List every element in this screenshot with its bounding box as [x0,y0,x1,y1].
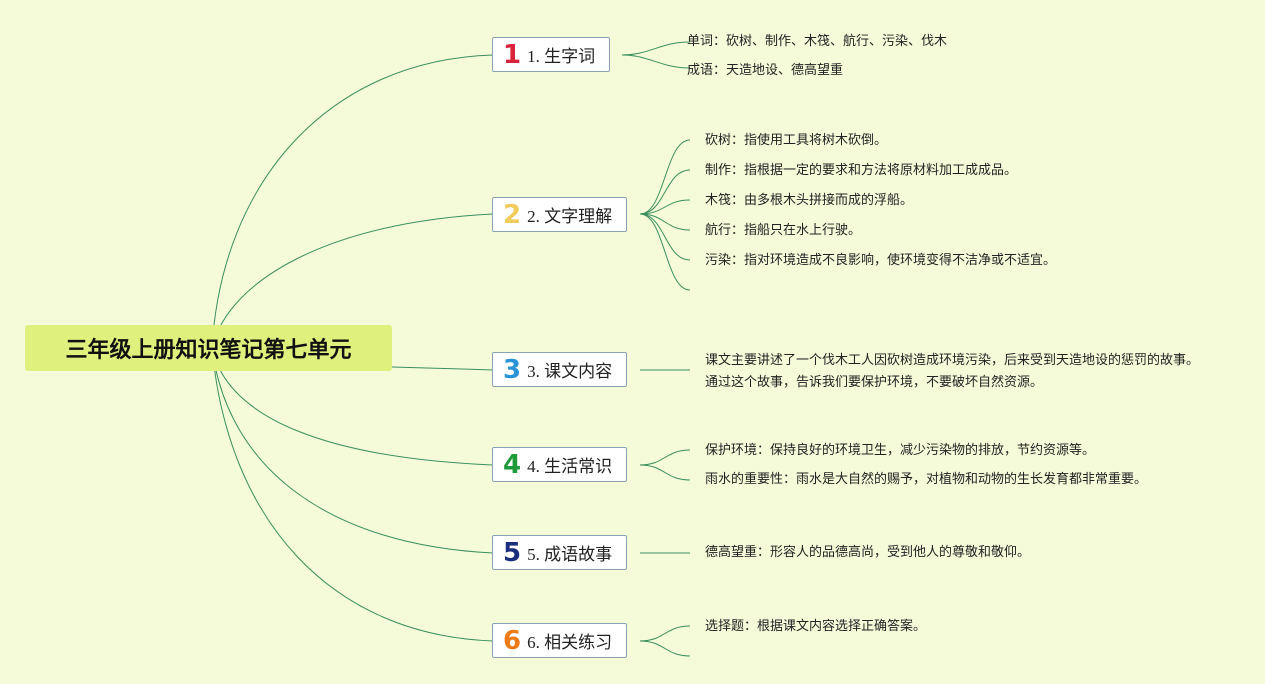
b2-item-4[interactable]: 航行：指船只在水上行驶。 [705,223,862,238]
connector-b1-l1 [621,41,691,56]
branch-1-label: 1. 生字词 [527,47,596,66]
connector-b2-l1 [639,139,691,215]
branch-5-label: 5. 成语故事 [527,545,613,564]
b2-item-3[interactable]: 木筏：由多根木头拼接而成的浮船。 [705,193,914,208]
branch-3-label: 3. 课文内容 [527,362,613,381]
branch-5[interactable]: 5 5. 成语故事 [492,535,628,570]
connector-b6-l2 [639,640,691,657]
number-five-icon: 5 [503,537,522,568]
connector-b2-l2 [639,169,691,215]
branch-2[interactable]: 2 2. 文字理解 [492,197,628,232]
connector-root-b5 [211,347,494,554]
connector-root-b6 [211,347,494,642]
branch-6-label: 6. 相关练习 [527,633,613,652]
number-three-icon: 3 [503,354,522,385]
b3-item-1[interactable]: 课文主要讲述了一个伐木工人因砍树造成环境污染，后来受到天造地设的惩罚的故事。通过… [705,353,1200,390]
connector-b2-l4 [639,213,691,231]
b2-item-2[interactable]: 制作：指根据一定的要求和方法将原材料加工成成品。 [705,163,1018,178]
branch-3[interactable]: 3 3. 课文内容 [492,352,628,387]
b6-item-1[interactable]: 选择题：根据课文内容选择正确答案。 [705,619,927,634]
number-four-icon: 4 [503,449,522,480]
branch-4[interactable]: 4 4. 生活常识 [492,447,628,482]
number-two-icon: 2 [503,199,522,230]
b4-item-1[interactable]: 保护环境：保持良好的环境卫生，减少污染物的排放，节约资源等。 [705,443,1096,458]
branch-6[interactable]: 6 6. 相关练习 [492,623,628,658]
b1-item-1[interactable]: 单词：砍树、制作、木筏、航行、污染、伐木 [687,34,948,49]
connector-root-b2 [211,213,494,349]
connector-root-b1 [211,54,494,349]
branch-1[interactable]: 1 1. 生字词 [492,37,611,72]
connector-b6-l1 [639,625,691,642]
connector-b2-l3 [639,199,691,215]
root-topic[interactable]: 三年级上册知识笔记第七单元 [25,325,392,371]
connector-root-b4 [211,347,494,466]
connector-b4-l1 [639,449,691,466]
b2-item-1[interactable]: 砍树：指使用工具将树木砍倒。 [705,133,888,148]
branch-2-label: 2. 文字理解 [527,207,613,226]
connector-root-b3 [391,366,494,371]
b1-item-2[interactable]: 成语：天造地设、德高望重 [687,63,844,78]
connector-b2-l5 [639,213,691,261]
connector-b4-l2 [639,464,691,481]
branch-4-label: 4. 生活常识 [527,457,613,476]
b2-item-5[interactable]: 污染：指对环境造成不良影响，使环境变得不洁净或不适宜。 [705,253,1057,268]
number-one-icon: 1 [503,39,522,70]
connector-b2-l6 [639,213,691,291]
b4-item-2[interactable]: 雨水的重要性：雨水是大自然的赐予，对植物和动物的生长发育都非常重要。 [705,472,1148,487]
number-six-icon: 6 [503,625,522,656]
b5-item-1[interactable]: 德高望重：形容人的品德高尚，受到他人的尊敬和敬仰。 [705,545,1031,560]
connector-b1-l2 [621,54,691,69]
